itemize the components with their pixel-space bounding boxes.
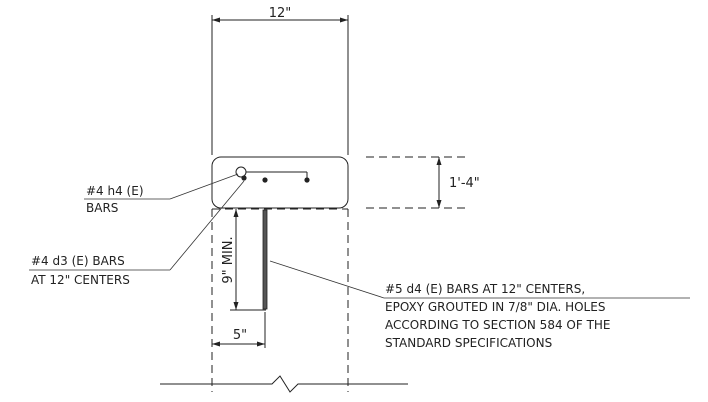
width-dimension-label: 12" xyxy=(269,6,292,21)
d4-callout-line2: EPOXY GROUTED IN 7/8" DIA. HOLES xyxy=(385,300,605,314)
h4-callout-line1: #4 h4 (E) xyxy=(86,184,144,198)
break-line xyxy=(160,375,408,393)
height-dimension: 1'-4" xyxy=(366,156,480,209)
d4-callout-line1: #5 d4 (E) BARS AT 12" CENTERS, xyxy=(385,282,585,296)
d3-callout-line2: AT 12" CENTERS xyxy=(31,273,130,287)
h4-bars-callout: #4 h4 (E) BARS xyxy=(84,173,239,215)
concrete-section xyxy=(211,156,349,209)
d4-callout-line3: ACCORDING TO SECTION 584 OF THE xyxy=(385,318,611,332)
embed-dimension-label: 9" MIN. xyxy=(221,236,236,283)
dowel-bar xyxy=(262,209,268,310)
d4-callout-line4: STANDARD SPECIFICATIONS xyxy=(385,336,552,350)
d3-bars-callout: #4 d3 (E) BARS AT 12" CENTERS xyxy=(29,180,245,287)
existing-wall-outline xyxy=(211,208,349,392)
d3-callout-line1: #4 d3 (E) BARS xyxy=(31,254,125,268)
offset-dimension-label: 5" xyxy=(233,328,247,343)
top-bars xyxy=(235,166,310,183)
h4-callout-line2: BARS xyxy=(86,201,118,215)
height-dimension-label: 1'-4" xyxy=(449,176,480,191)
offset-dimension: 5" xyxy=(212,312,266,348)
embed-dimension: 9" MIN. xyxy=(221,209,266,311)
d4-bars-callout: #5 d4 (E) BARS AT 12" CENTERS, EPOXY GRO… xyxy=(269,260,690,350)
width-dimension: 12" xyxy=(211,6,349,155)
